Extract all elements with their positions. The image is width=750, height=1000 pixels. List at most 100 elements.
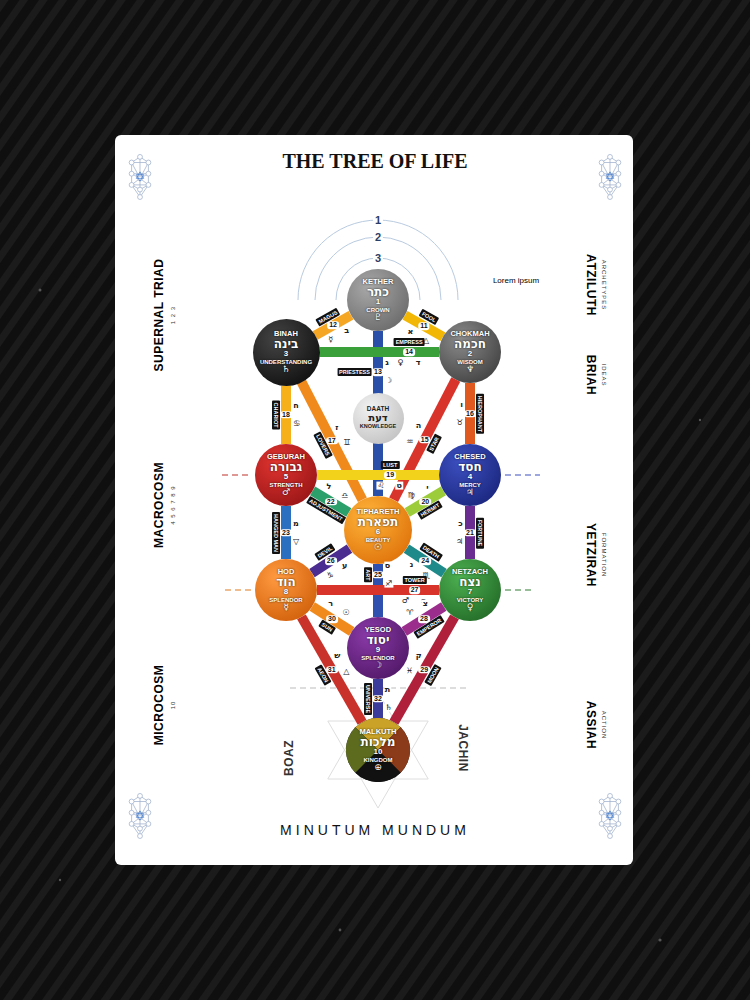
path-number: 13 [372, 368, 384, 376]
astro-symbol: ♉ [455, 418, 464, 427]
node-content: MALKUTHמלכות10KINGDOM⊕ [359, 728, 396, 773]
sephirah-circle: CHOKMAHחכמה2WISDOM♆ [439, 321, 501, 383]
tarot-name: HANGED MAN [272, 512, 280, 554]
sephirah-circle: HODהוד8SPLENDOR☿ [255, 559, 317, 621]
planet-symbol: ☽ [374, 661, 382, 670]
sephirah-name: KETHER [363, 278, 394, 286]
hebrew-letter: ס [384, 561, 391, 570]
planet-symbol: ☿ [283, 603, 289, 612]
tarot-name: ART [364, 567, 372, 582]
node-content: CHESEDחסד4MERCY♃ [454, 453, 485, 498]
hebrew-letter: ע [341, 561, 348, 570]
astro-symbol: ☉ [342, 609, 351, 618]
astro-symbol: ♓ [405, 667, 414, 676]
sephirah-name: CHOKMAH [450, 330, 489, 338]
pillar-name: JACHIN [455, 724, 468, 772]
path-number: 11 [418, 322, 429, 330]
path-number: 21 [464, 529, 476, 537]
sephirah-number: 7 [468, 588, 472, 596]
hebrew-letter: א [406, 328, 414, 337]
world-meaning: ARCHETYPES [601, 260, 608, 311]
planet-symbol: ♄ [282, 365, 290, 374]
astro-symbol: △ [342, 667, 350, 676]
planet-symbol: ⊕ [374, 763, 382, 772]
path-number: 14 [403, 348, 415, 356]
sephirah-name: YESOD [365, 626, 391, 634]
ring-number: 3 [373, 252, 383, 264]
hebrew-letter: ק [415, 652, 423, 661]
hebrew-name: חסד [458, 461, 481, 474]
hebrew-letter: ט [395, 481, 402, 490]
sephirah-number: 4 [468, 473, 472, 481]
hebrew-letter: ת [384, 685, 391, 694]
sephirah-circle: GEBURAHגבורה5STRENGTH♂ [255, 444, 317, 506]
sephirah-circle: KETHERכתר1CROWN♇ [347, 269, 409, 331]
sephirah-number: 9 [376, 646, 380, 654]
astro-symbol: ♂ [401, 596, 410, 605]
astro-symbol: ♈ [405, 609, 414, 618]
tarot-name: UNIVERSE [364, 682, 372, 714]
sephirah-circle: CHESEDחסד4MERCY♃ [439, 444, 501, 506]
astro-symbol: ♎ [340, 491, 349, 500]
planet-symbol: ☉ [374, 543, 382, 552]
sephirah-number: 5 [284, 473, 288, 481]
hebrew-name: גבורה [270, 461, 302, 474]
node-content: TIPHARETHתפארת6BEAUTY☉ [357, 508, 400, 553]
sephirah-number: 1 [376, 298, 380, 306]
hebrew-letter: ח [292, 401, 300, 410]
hebrew-letter: ר [327, 600, 334, 609]
triad-numbers: 10 [170, 701, 177, 710]
sephirah-name: GEBURAH [267, 453, 305, 461]
path-number: 31 [326, 666, 338, 674]
world-meaning: ACTION [601, 711, 608, 740]
path-band [317, 585, 439, 595]
world-label: YETZIRAH [583, 523, 596, 587]
triad-label: SUPERNAL TRIAD [153, 259, 166, 372]
planet-symbol: ♂ [282, 488, 290, 497]
tarot-name: TOWER [402, 576, 426, 584]
hebrew-letter: ב [343, 327, 350, 336]
sephirah-meaning: KNOWLEDGE [360, 424, 396, 430]
tarot-name: LUST [381, 461, 399, 469]
world-label: ATZILUTH [583, 254, 596, 316]
hebrew-name: דעת [368, 413, 387, 424]
card [115, 135, 633, 865]
sephirah-name: DAATH [367, 406, 389, 413]
path-number: 25 [372, 571, 384, 579]
astro-symbol: ♑ [325, 572, 334, 581]
planet-symbol: ♆ [466, 365, 474, 374]
astro-symbol: ♊ [342, 439, 351, 448]
hebrew-letter: ז [334, 424, 339, 433]
sephirah-name: NETZACH [452, 568, 488, 576]
caption: MINUTUM MUNDUM [280, 823, 470, 838]
tarot-name: PRIESTESS [337, 368, 372, 376]
sephirah-circle: BINAHבינה3UNDERSTANDING♄ [253, 319, 320, 386]
hebrew-letter: ה [415, 422, 423, 431]
node-content: YESODיסוד9SPLENDOR☽ [361, 626, 394, 671]
hebrew-name: הוד [276, 576, 295, 589]
sephirah-number: 2 [468, 350, 472, 358]
hebrew-name: תפארת [358, 516, 398, 529]
path-number: 32 [372, 695, 384, 703]
node-content: GEBURAHגבורה5STRENGTH♂ [267, 453, 305, 498]
planet-symbol: ♀ [467, 603, 474, 612]
astro-symbol: ♌ [377, 481, 386, 490]
hebrew-letter: ג [384, 359, 390, 368]
sephirah-number: 8 [284, 588, 288, 596]
path-band [465, 383, 475, 444]
corner-tree-icon [599, 154, 621, 199]
tarot-name: FORTUNE [476, 517, 484, 548]
daath-circle: DAATHדעתKNOWLEDGE [353, 393, 404, 444]
hebrew-letter: ד [415, 358, 422, 367]
path-number: 26 [325, 557, 337, 565]
path-number: 17 [326, 437, 338, 445]
path-band [317, 470, 439, 480]
path-number: 18 [280, 411, 292, 419]
astro-symbol: ♃ [455, 537, 464, 546]
hebrew-name: מלכות [360, 736, 395, 749]
placeholder-note: Lorem ipsum [493, 277, 539, 286]
tarot-name: CHARIOT [272, 400, 280, 429]
kether-rings [298, 220, 458, 300]
hebrew-letter: י [425, 483, 429, 492]
